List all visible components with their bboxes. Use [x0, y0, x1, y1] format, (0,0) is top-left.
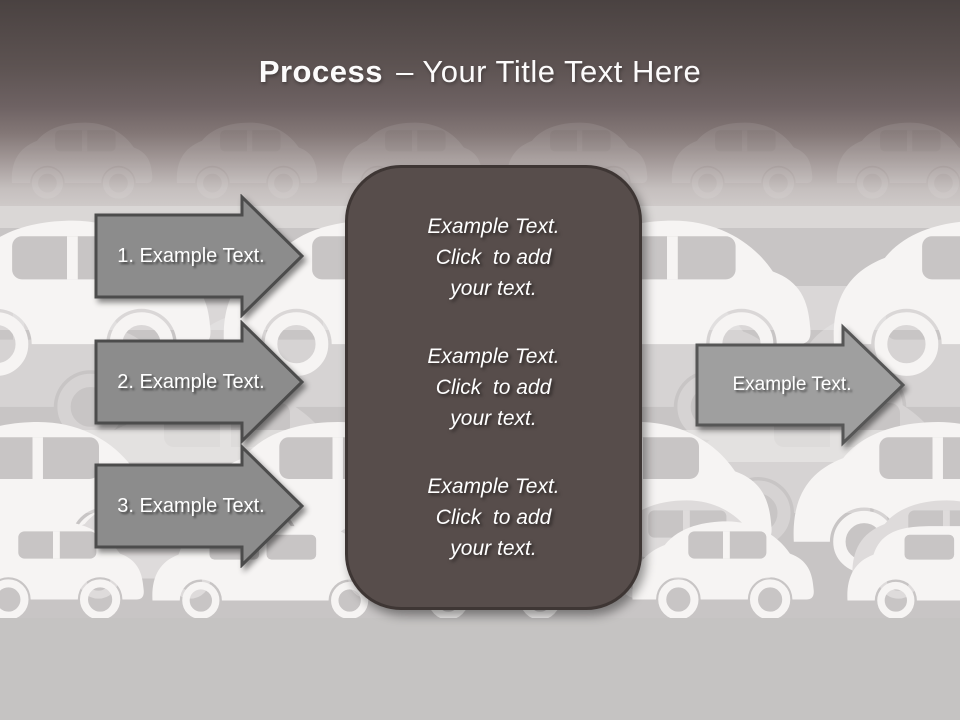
box-line: Click to add [435, 246, 552, 269]
box-line: Example Text. [427, 475, 560, 498]
box-line: Click to add [435, 376, 552, 399]
process-step-3-label: 3. Example Text. [117, 494, 265, 517]
box-line: your text. [450, 277, 537, 300]
title-keyword: Process [258, 54, 383, 89]
arrow-right-shape [94, 194, 305, 318]
text-block-2[interactable]: Example Text. Click to add your text. [427, 341, 559, 434]
center-text-box[interactable]: Example Text. Click to add your text. Ex… [345, 165, 642, 610]
box-line: Example Text. [427, 215, 560, 238]
box-line: Click to add [435, 506, 552, 529]
process-step-3-arrow[interactable]: 3. Example Text. [93, 444, 305, 568]
output-arrow[interactable]: Example Text. [694, 323, 906, 447]
process-step-1-label: 1. Example Text. [117, 244, 265, 267]
slide-title[interactable]: Process – Your Title Text Here [0, 54, 960, 90]
text-block-1[interactable]: Example Text. Click to add your text. [427, 211, 559, 304]
box-line: your text. [450, 407, 537, 430]
arrow-right-shape [94, 444, 305, 568]
arrow-right-shape [695, 323, 906, 447]
arrow-right-shape [94, 320, 305, 444]
title-subtitle: – Your Title Text Here [396, 54, 702, 89]
process-step-2-label: 2. Example Text. [117, 370, 265, 393]
text-block-3[interactable]: Example Text. Click to add your text. [427, 471, 559, 564]
box-line: your text. [450, 537, 537, 560]
process-step-2-arrow[interactable]: 2. Example Text. [93, 320, 305, 444]
process-step-1-arrow[interactable]: 1. Example Text. [93, 194, 305, 318]
output-arrow-label: Example Text. [732, 374, 852, 395]
box-line: Example Text. [427, 345, 560, 368]
